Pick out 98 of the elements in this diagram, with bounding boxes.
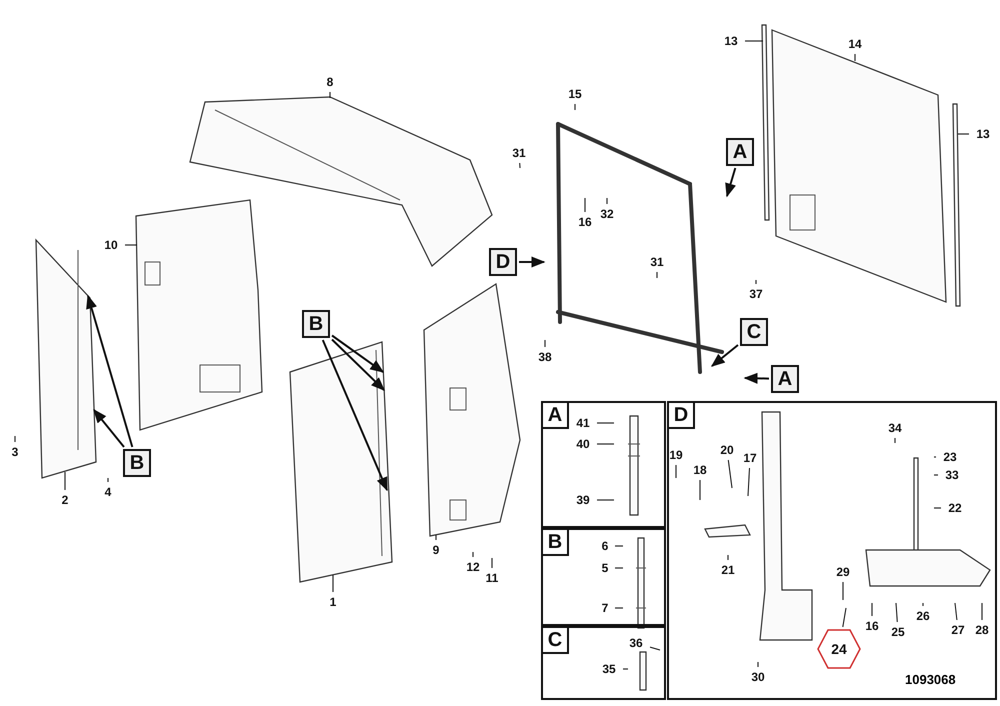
callout-number: 8	[322, 74, 338, 90]
inset-panel	[541, 626, 666, 700]
leader-line	[574, 104, 576, 110]
leader-line	[922, 602, 924, 606]
callout-number: 33	[940, 467, 964, 483]
leader-line	[934, 456, 936, 458]
callout-number: 15	[563, 86, 587, 102]
inset-letter: A	[543, 403, 569, 429]
leader-line	[896, 602, 898, 622]
leader-line	[842, 608, 846, 628]
inset-panel	[541, 528, 666, 626]
view-callout: A	[726, 138, 754, 166]
callout-number: 14	[843, 36, 867, 52]
callout-number: 26	[911, 608, 935, 624]
inset-letter: D	[669, 403, 695, 429]
callout-number: 3	[7, 444, 23, 460]
view-callout: B	[302, 310, 330, 338]
callout-number: 20	[715, 442, 739, 458]
leader-line	[934, 474, 938, 476]
callout-number: 10	[99, 237, 123, 253]
leader-line	[124, 244, 138, 246]
callout-number: 30	[746, 669, 770, 685]
leader-line	[622, 668, 628, 670]
leader-line	[596, 422, 614, 424]
callout-number: 40	[571, 436, 595, 452]
leader-line	[606, 198, 608, 204]
leader-line	[544, 340, 546, 348]
callout-number: 13	[971, 126, 995, 142]
side-panel-drawing	[423, 283, 521, 537]
leader-line	[954, 602, 958, 620]
drawing-number: 1093068	[905, 672, 956, 687]
callout-number: 22	[943, 500, 967, 516]
callout-number: 5	[597, 560, 613, 576]
arrow	[519, 256, 546, 268]
leader-line	[332, 574, 334, 592]
callout-number: 28	[970, 622, 994, 638]
inset-panel	[541, 401, 666, 528]
leader-line	[656, 272, 658, 278]
callout-number: 16	[573, 214, 597, 230]
view-callout: D	[489, 248, 517, 276]
leader-line	[650, 646, 660, 650]
callout-number: 7	[597, 600, 613, 616]
callout-number: 39	[571, 492, 595, 508]
side-panel-drawing	[289, 341, 393, 583]
arrow	[744, 372, 770, 384]
view-callout: B	[123, 449, 151, 477]
callout-number: 41	[571, 415, 595, 431]
leader-line	[584, 198, 586, 212]
arrow	[331, 338, 385, 391]
arrow	[86, 294, 134, 448]
callout-number: 25	[886, 624, 910, 640]
arrow	[725, 168, 736, 198]
callout-number: 4	[100, 484, 116, 500]
view-callout: C	[740, 318, 768, 346]
leader-line	[519, 162, 520, 168]
leader-line	[472, 552, 474, 558]
callout-number: 27	[946, 622, 970, 638]
inset-letter: C	[543, 628, 569, 654]
leader-line	[894, 438, 896, 444]
arrow	[93, 408, 125, 448]
leader-line	[842, 582, 844, 600]
callout-number: 34	[883, 420, 907, 436]
leader-line	[64, 472, 66, 490]
callout-number: 23	[938, 449, 962, 465]
side-panel-drawing	[135, 199, 263, 431]
callout-number: 32	[595, 206, 619, 222]
leader-line	[728, 460, 732, 488]
callout-number: 31	[507, 145, 531, 161]
leader-line	[854, 54, 856, 62]
seal-strip-drawing	[952, 103, 961, 307]
callout-number: 29	[831, 564, 855, 580]
inset-panel	[667, 401, 997, 700]
callout-number: 24	[817, 629, 861, 669]
callout-number: 16	[860, 618, 884, 634]
leader-line	[748, 468, 750, 496]
callout-number: 6	[597, 538, 613, 554]
callout-number: 17	[738, 450, 762, 466]
view-callout: A	[771, 365, 799, 393]
callout-number: 21	[716, 562, 740, 578]
callout-number: 36	[624, 635, 648, 651]
roof-panel-drawing	[189, 96, 493, 267]
callout-number: 35	[597, 661, 621, 677]
inset-letter: B	[543, 530, 569, 556]
callout-number: 1	[325, 594, 341, 610]
callout-number: 37	[744, 286, 768, 302]
callout-number: 13	[719, 33, 743, 49]
arrow	[710, 344, 739, 367]
arrow	[331, 334, 384, 373]
callout-number: 19	[664, 447, 688, 463]
trim-panel-drawing	[35, 238, 97, 479]
callout-number: 31	[645, 254, 669, 270]
callout-number: 9	[428, 542, 444, 558]
leader-line	[744, 40, 764, 42]
callout-number: 2	[57, 492, 73, 508]
arrow	[322, 340, 388, 492]
callout-number: 38	[533, 349, 557, 365]
leader-line	[14, 436, 16, 442]
callout-number: 18	[688, 462, 712, 478]
